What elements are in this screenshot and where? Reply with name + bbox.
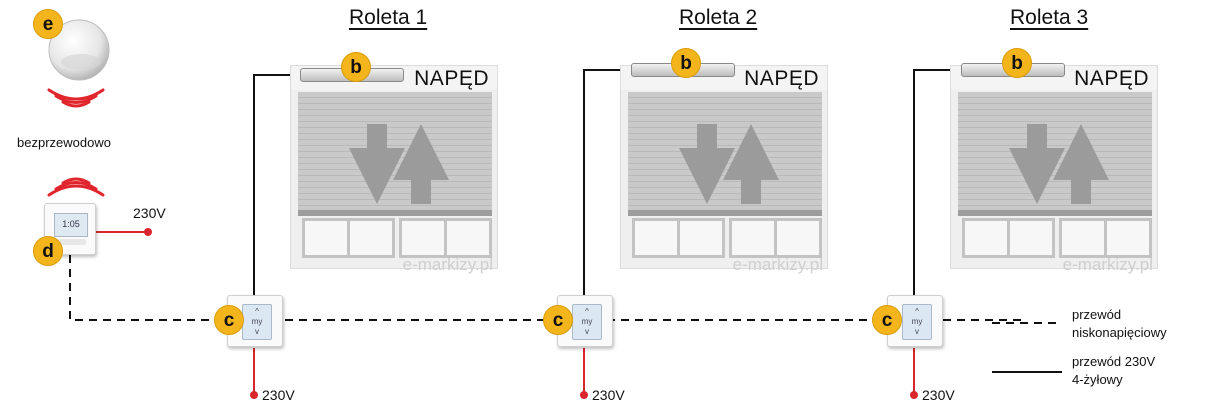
blind-title-3: Roleta 3 bbox=[1010, 6, 1089, 29]
sensor-icon bbox=[48, 19, 110, 81]
badge-e: e bbox=[33, 9, 63, 39]
up-button[interactable]: ^ bbox=[585, 307, 589, 316]
window-pane-left bbox=[962, 218, 1055, 258]
watermark: e-markizy.pl bbox=[1062, 255, 1153, 274]
window-pane-left bbox=[632, 218, 725, 258]
mains-wire-2 bbox=[583, 69, 632, 295]
badge-b-2: b bbox=[671, 48, 701, 78]
blind-3: NAPĘD e-markizy.pl bbox=[950, 65, 1158, 274]
badge-b-1: b bbox=[341, 52, 371, 82]
window-pane-right bbox=[1059, 218, 1152, 258]
watermark: e-markizy.pl bbox=[732, 255, 823, 274]
legend-low-voltage-line2: niskonapięciowy bbox=[1072, 325, 1167, 340]
up-down-arrows-icon bbox=[679, 124, 779, 204]
mains-wire-1 bbox=[253, 74, 300, 295]
watermark: e-markizy.pl bbox=[402, 255, 493, 274]
wireless-label: bezprzewodowo bbox=[17, 135, 111, 150]
wall-switch-1[interactable]: ^ my v bbox=[227, 295, 283, 347]
motor-label: NAPĘD bbox=[744, 67, 819, 90]
badge-c-1: c bbox=[214, 305, 244, 335]
motor-label: NAPĘD bbox=[414, 67, 489, 90]
blind-title-2: Roleta 2 bbox=[679, 6, 758, 29]
badge-c-3: c bbox=[872, 305, 902, 335]
my-button[interactable]: my bbox=[581, 317, 593, 326]
down-button[interactable]: v bbox=[915, 327, 919, 336]
badge-d: d bbox=[33, 236, 63, 266]
badge-b-3: b bbox=[1002, 48, 1032, 78]
power-dot-2 bbox=[580, 391, 588, 399]
controller-display: 1:05 bbox=[54, 213, 88, 237]
up-down-arrows-icon bbox=[1009, 124, 1109, 204]
legend-low-voltage: przewód niskonapięciowy bbox=[1072, 306, 1167, 342]
power-dot-controller bbox=[144, 228, 152, 236]
motor-label: NAPĘD bbox=[1074, 67, 1149, 90]
power-dot-3 bbox=[910, 391, 918, 399]
blind-1: NAPĘD e-markizy.pl bbox=[290, 65, 498, 274]
down-button[interactable]: v bbox=[585, 327, 589, 336]
controller-buttons bbox=[54, 239, 86, 245]
switch-power-label-3: 230V bbox=[922, 387, 955, 403]
my-button[interactable]: my bbox=[911, 317, 923, 326]
switch-power-label-1: 230V bbox=[262, 387, 295, 403]
mains-wire-3 bbox=[913, 69, 962, 295]
wireless-signal-icon bbox=[47, 88, 105, 197]
window-pane-left bbox=[302, 218, 395, 258]
blind-2: NAPĘD e-markizy.pl bbox=[620, 65, 828, 274]
low-voltage-bus bbox=[69, 255, 1025, 321]
window-pane-right bbox=[399, 218, 492, 258]
up-button[interactable]: ^ bbox=[255, 307, 259, 316]
sun-wind-sensor bbox=[47, 18, 111, 82]
up-button[interactable]: ^ bbox=[915, 307, 919, 316]
badge-c-2: c bbox=[543, 305, 573, 335]
my-button[interactable]: my bbox=[251, 317, 263, 326]
legend-low-voltage-line1: przewód bbox=[1072, 307, 1122, 322]
legend-mains: przewód 230V 4-żyłowy bbox=[1072, 353, 1155, 389]
window-pane-right bbox=[729, 218, 822, 258]
blind-title-1: Roleta 1 bbox=[349, 6, 428, 29]
power-dot-1 bbox=[250, 391, 258, 399]
controller-power-label: 230V bbox=[133, 205, 166, 221]
down-button[interactable]: v bbox=[255, 327, 259, 336]
legend-mains-line1: przewód 230V bbox=[1072, 354, 1156, 369]
up-down-arrows-icon bbox=[349, 124, 449, 204]
legend-mains-line2: 4-żyłowy bbox=[1072, 372, 1123, 387]
switch-power-label-2: 230V bbox=[592, 387, 625, 403]
